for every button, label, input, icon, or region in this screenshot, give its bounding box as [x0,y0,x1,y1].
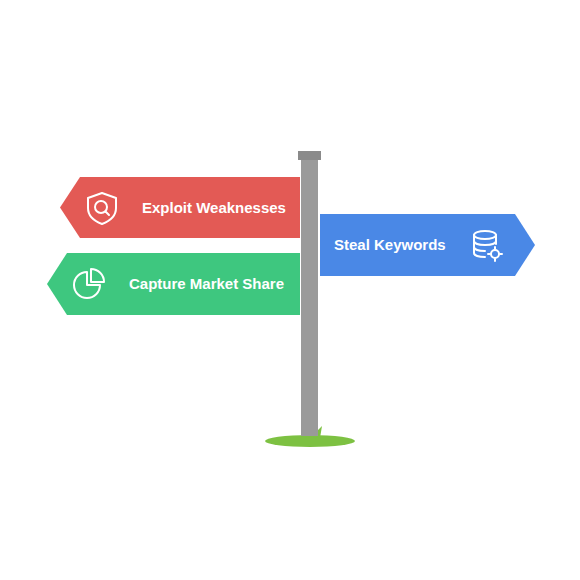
icon-stroke [474,235,485,257]
sign-arrow: Capture Market Share [47,253,300,315]
icon-stroke [88,193,116,224]
sign-pole [301,160,318,436]
sign-icon [71,266,107,302]
icon-stroke [91,269,104,282]
icon-stroke [106,211,110,215]
sign-icon [84,190,120,226]
sign-label: Capture Market Share [129,253,284,315]
sign-fill [47,253,300,315]
sign-arrow: Steal Keywords [320,214,535,276]
icon-stroke [474,241,496,245]
icon-stroke [474,231,496,239]
sign-label: Steal Keywords [334,214,446,276]
sign-fill [320,214,535,276]
sign-arrow: Exploit Weaknesses [60,177,300,238]
sign-fill [60,177,300,238]
pole-cap [298,151,321,160]
icon-stroke [474,247,485,251]
icon-stroke [74,272,100,298]
sign-label: Exploit Weaknesses [142,177,286,238]
icon-stroke [488,247,502,261]
icon-stroke [491,250,499,258]
sign-icon [470,227,506,263]
